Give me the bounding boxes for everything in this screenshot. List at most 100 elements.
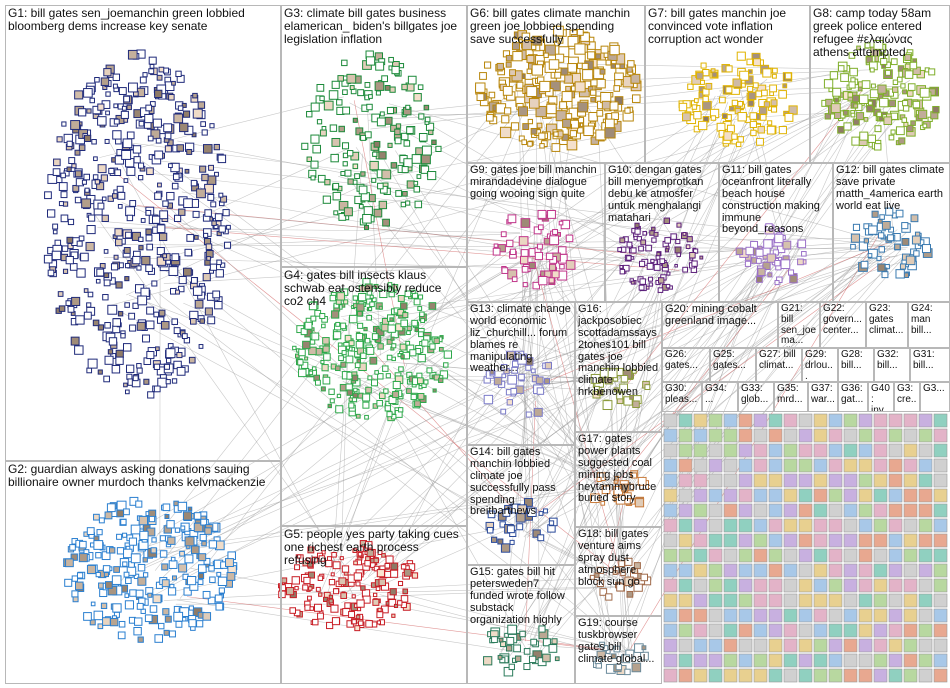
small-group-tile [858,488,873,503]
small-group-tile [783,428,798,443]
graph-node [375,90,381,96]
graph-node [209,576,216,583]
small-group-tile [813,533,828,548]
graph-node [129,200,137,207]
graph-node [118,87,127,95]
graph-edge [504,237,902,399]
small-group-tile [678,668,693,683]
small-group-tile [663,518,678,533]
graph-edge [523,118,897,538]
graph-node [330,153,339,163]
small-group-tile [753,668,768,683]
small-group-tile [783,623,798,638]
small-group-tile [858,428,873,443]
small-group-tile [738,503,753,518]
small-group-tile [903,488,918,503]
group-panel-g15: G15: gates bill hit petersweden7 funded … [467,565,575,684]
graph-node [164,132,172,140]
graph-node [120,333,126,339]
graph-node [92,174,99,180]
small-group-tile [843,668,858,683]
graph-edge [515,106,763,381]
small-group-tile [693,578,708,593]
graph-node [165,379,171,385]
small-group-tile [708,578,723,593]
graph-node [161,579,170,588]
small-group-tile [933,473,948,488]
graph-node [74,170,82,178]
graph-node [413,186,421,193]
small-group-tile [858,413,873,428]
small-group-tile [798,563,813,578]
graph-node [112,83,118,89]
graph-node [188,356,196,364]
small-group-tile [753,518,768,533]
graph-node [123,95,130,103]
graph-node [107,349,114,355]
group-label-g15: G15: gates bill hit petersweden7 funded … [470,566,565,626]
small-group-tile [708,443,723,458]
graph-node [133,573,140,580]
small-group-tile [723,653,738,668]
group-panel-g5: G5: people yes party taking cues one ric… [281,526,467,684]
graph-edge [611,255,905,492]
group-label-g26: G26: gates... [665,349,698,371]
graph-node [97,202,105,210]
graph-node [207,316,216,325]
graph-node [338,213,347,221]
graph-node [69,544,76,551]
small-group-tile [843,458,858,473]
graph-node [121,149,132,160]
small-group-tile [858,653,873,668]
small-group-tile [903,518,918,533]
graph-edge [340,256,785,317]
small-group-tile [723,518,738,533]
graph-node [420,165,430,174]
graph-node [165,348,176,359]
small-group-tile [873,668,888,683]
graph-edge [514,489,629,652]
small-group-tile [738,413,753,428]
graph-node [163,629,170,636]
graph-node [93,610,104,621]
small-group-tile [888,668,903,683]
small-group-tile [918,668,933,683]
graph-node [171,253,180,262]
graph-node [128,537,138,546]
graph-node [96,268,105,277]
group-panel-g32: G32: bill... [874,348,910,382]
graph-node [111,575,122,585]
graph-node [115,238,123,247]
small-group-tile [768,578,783,593]
graph-node [115,356,124,365]
graph-node [156,256,167,266]
graph-node [108,547,116,554]
small-group-tile [873,458,888,473]
graph-node [418,133,428,142]
graph-node [148,515,156,523]
graph-edge [615,382,625,657]
small-group-tile [798,533,813,548]
small-group-tile [753,458,768,473]
graph-node [103,68,112,77]
small-group-tile [858,668,873,683]
graph-node [151,215,161,224]
graph-edge [179,90,575,599]
graph-node [113,254,119,260]
small-group-tile [723,458,738,473]
small-group-tile [933,458,948,473]
graph-node [196,620,204,628]
graph-edge [147,245,900,593]
small-group-tile [738,458,753,473]
graph-node [354,173,360,180]
graph-node [153,311,160,318]
graph-node [204,527,212,535]
graph-node [100,174,108,182]
small-group-tile [798,443,813,458]
graph-node [138,175,144,181]
small-group-tile [663,473,678,488]
small-group-tile [888,518,903,533]
small-group-tile [738,563,753,578]
graph-node [171,182,179,190]
small-group-tile [738,638,753,653]
